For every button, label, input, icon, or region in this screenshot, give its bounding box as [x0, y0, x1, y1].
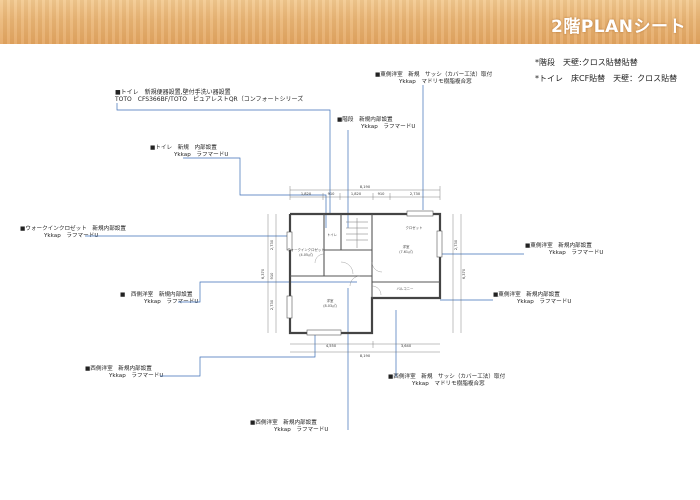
window-east-side	[436, 230, 443, 258]
leader-west-door-1	[178, 281, 357, 303]
label-walkin-door-line2: Ykkap ラフマードU	[44, 232, 99, 239]
dim-top-4: 910	[378, 192, 386, 196]
label-west-sash-line1: ■西側洋室 新規 サッシ（カバー工法）取付	[388, 374, 506, 380]
label-stairs-door-line2: Ykkap ラフマードU	[361, 123, 416, 130]
label-toilet-door: ■トイレ 新規 内部設置 Ykkap ラフマードU	[150, 145, 228, 158]
label-east-door-2-line1: ■東側洋室 新規内部設置	[493, 292, 560, 298]
page-title: 2階PLANシート	[550, 17, 686, 37]
label-west-door-3-line2: Ykkap ラフマードU	[274, 426, 329, 433]
dim-bottom-1: 4,550	[326, 344, 337, 348]
label-west-sash: ■西側洋室 新規 サッシ（カバー工法）取付 Ykkap マドリモ樹脂複合窓	[388, 374, 505, 387]
door-swings	[314, 253, 383, 296]
label-west-door-2-line2: Ykkap ラフマードU	[109, 372, 164, 379]
room-closet: クロゼット	[406, 225, 423, 230]
label-toilet-fixture-line2: TOTO CFS366BF/TOTO ピュアレストQR（コンフォートシリーズ	[115, 95, 304, 103]
note-toilet-finish: *トイレ 床CF貼替 天壁：クロス貼替	[535, 74, 678, 83]
room-toilet: トイレ	[327, 233, 338, 237]
dim-top-2: 910	[328, 192, 336, 196]
room-east: 洋室	[403, 244, 410, 249]
note-stairs-finish: *階段 天壁:クロス貼替貼替	[535, 58, 638, 67]
label-walkin-door-line1: ■ウォークインクロゼット 新規内部設置	[20, 226, 126, 232]
label-west-door-1-line2: Ykkap ラフマードU	[144, 298, 199, 305]
label-stairs-door: ■階段 新規内部設置 Ykkap ラフマードU	[337, 117, 415, 130]
stairs	[346, 218, 368, 248]
label-east-door-1-line1: ■東側洋室 新規内部設置	[525, 243, 592, 249]
label-west-door-1: ■ 西側洋室 新規内部設置 Ykkap ラフマードU	[120, 292, 198, 305]
dim-bottom-total: 8,190	[360, 354, 371, 358]
label-west-door-2-line1: ■西側洋室 新規内部設置	[85, 366, 152, 372]
label-toilet-fixture-line1: ■トイレ 新規便器設置,壁付手洗い器設置	[115, 89, 231, 96]
dim-top-1: 1,820	[301, 192, 312, 196]
label-east-sash-line1: ■東側洋室 新規 サッシ（カバー工法）取付	[375, 72, 493, 78]
room-walkin: ウォークインクロゼット	[287, 247, 324, 252]
room-west: 洋室	[327, 298, 334, 303]
dim-left-1: 2,730	[270, 239, 274, 250]
dim-left-3: 2,730	[270, 299, 274, 310]
label-west-door-2: ■西側洋室 新規内部設置 Ykkap ラフマードU	[85, 366, 163, 379]
outer-wall	[288, 212, 442, 335]
dim-left-2: 910	[270, 272, 274, 280]
label-east-door-1-line2: Ykkap ラフマードU	[549, 249, 604, 256]
dim-top-3: 1,820	[351, 192, 362, 196]
room-east-area: (7.61㎡)	[399, 249, 413, 254]
leader-toilet-fixture	[116, 103, 331, 215]
windows	[286, 210, 443, 336]
label-toilet-door-line1: ■トイレ 新規 内部設置	[150, 145, 217, 151]
window-west-side	[286, 295, 293, 319]
dim-left-total: 6,370	[261, 268, 265, 279]
room-walkin-area: (4.05㎡)	[299, 252, 313, 257]
label-west-sash-line2: Ykkap マドリモ樹脂複合窓	[412, 380, 485, 387]
dim-top-5: 2,730	[410, 192, 421, 196]
dim-bottom-2: 3,640	[401, 344, 412, 348]
label-east-sash-line2: Ykkap マドリモ樹脂複合窓	[399, 78, 472, 85]
label-east-door-1: ■東側洋室 新規内部設置 Ykkap ラフマードU	[525, 243, 603, 256]
window-walkin	[286, 231, 293, 251]
inner-walls	[290, 214, 440, 298]
label-west-door-1-line1: ■ 西側洋室 新規内部設置	[120, 292, 193, 298]
label-stairs-door-line1: ■階段 新規内部設置	[337, 117, 393, 123]
label-east-door-2: ■東側洋室 新規内部設置 Ykkap ラフマードU	[493, 292, 571, 305]
leader-lines	[85, 85, 524, 430]
label-east-sash: ■東側洋室 新規 サッシ（カバー工法）取付 Ykkap マドリモ樹脂複合窓	[375, 72, 492, 85]
label-west-door-3: ■西側洋室 新規内部設置 Ykkap ラフマードU	[250, 420, 328, 433]
label-walkin-door: ■ウォークインクロゼット 新規内部設置 Ykkap ラフマードU	[20, 226, 126, 239]
leader-west-door-2	[160, 333, 316, 377]
room-balcony: バルコニー	[397, 287, 414, 291]
label-toilet-fixture: ■トイレ 新規便器設置,壁付手洗い器設置 TOTO CFS366BF/TOTO …	[115, 89, 304, 103]
label-west-door-3-line1: ■西側洋室 新規内部設置	[250, 420, 317, 426]
leader-toilet-door	[183, 157, 327, 228]
label-toilet-door-line2: Ykkap ラフマードU	[174, 151, 229, 158]
window-west-bottom	[306, 329, 342, 336]
window-east-top	[406, 210, 434, 217]
label-east-door-2-line2: Ykkap ラフマードU	[517, 298, 572, 305]
dim-right-2: 6,370	[462, 268, 466, 279]
dim-right-1: 2,730	[454, 239, 458, 250]
dim-top-total: 8,190	[360, 185, 371, 189]
outer-walls	[288, 212, 442, 335]
header-banner	[0, 0, 700, 44]
dimension-lines	[267, 186, 462, 353]
room-west-area: (8.03㎡)	[323, 303, 337, 308]
